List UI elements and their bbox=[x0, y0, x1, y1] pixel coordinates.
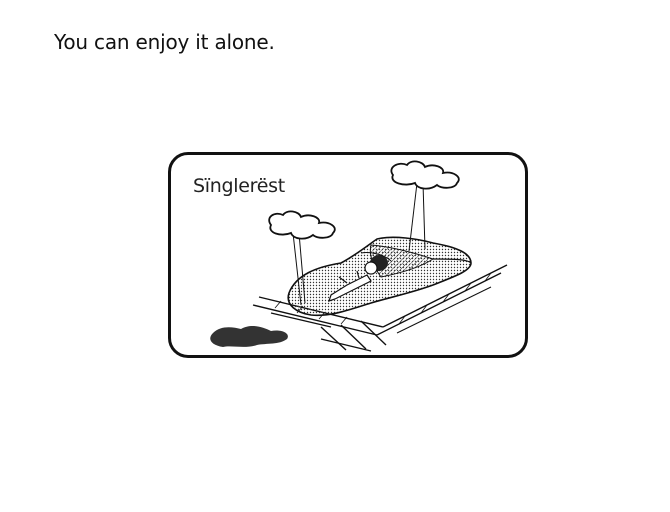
brand-logo-text: Sïnglerëst bbox=[193, 175, 285, 197]
person-lying-on-floating-mattress-icon bbox=[210, 160, 508, 352]
cloud-balloon-left bbox=[268, 210, 336, 306]
person-figure bbox=[328, 252, 392, 302]
caption-text: You can enjoy it alone. bbox=[54, 30, 275, 54]
cloud-balloon-right bbox=[390, 160, 460, 252]
illustration-card: Sïnglerëst bbox=[168, 152, 528, 358]
mattress-shadow bbox=[210, 325, 288, 347]
